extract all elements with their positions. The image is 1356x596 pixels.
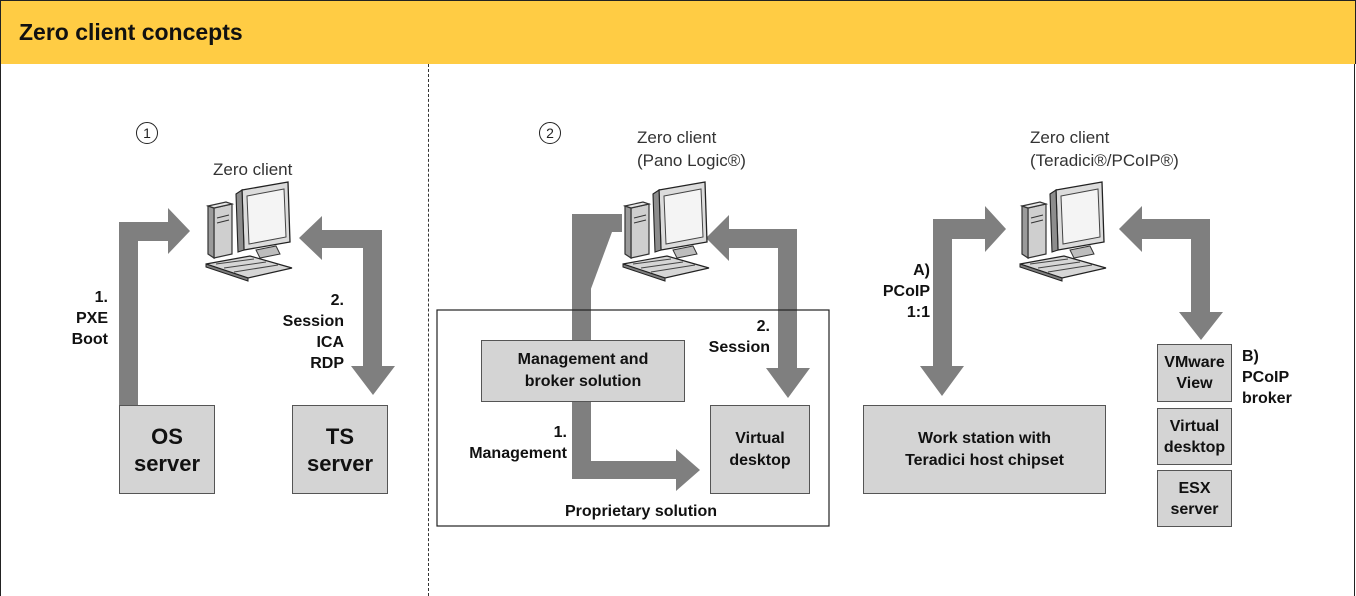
proprietary-frame	[436, 309, 830, 527]
management-arrow-top	[572, 214, 622, 340]
pcoip-broker-label: B) PCoIP broker	[1242, 348, 1292, 407]
marker-1: 1	[136, 122, 158, 144]
session-arrow-panel2	[706, 215, 810, 398]
virtual-desktop-box-2: Virtual desktop	[1157, 408, 1232, 465]
esx-server-box: ESX server	[1157, 470, 1232, 527]
proprietary-solution-label: Proprietary solution	[565, 503, 718, 520]
zero-client-teradici-label: Zero client (Teradici®/PCoIP®)	[1030, 128, 1179, 170]
pcoip-arrow	[920, 206, 1006, 396]
left-border	[0, 64, 1, 596]
session-ica-rdp-label: 2. Session ICA RDP	[282, 292, 344, 372]
virtual-desktop-box: Virtual desktop	[710, 405, 810, 494]
page-title: Zero client concepts	[19, 19, 243, 45]
management-arrow-bottom	[572, 402, 700, 491]
vmware-view-box: VMware View	[1157, 344, 1232, 402]
management-label: 1. Management	[469, 424, 567, 462]
session-label-panel2: 2. Session	[708, 318, 770, 356]
ts-server-box: TS server	[292, 405, 388, 494]
pxe-boot-arrow	[119, 208, 190, 405]
broker-arrow	[1119, 206, 1223, 340]
workstation-box: Work station with Teradici host chipset	[863, 405, 1106, 494]
management-broker-box: Management and broker solution	[481, 340, 685, 402]
right-border	[1354, 64, 1355, 596]
session-arrow-panel1	[299, 216, 395, 395]
marker-2: 2	[539, 122, 561, 144]
zero-client-computer-icon-2	[622, 181, 710, 282]
zero-client-label-1: Zero client	[213, 160, 293, 179]
zero-client-computer-icon-1	[205, 181, 293, 282]
pcoip-one-to-one-label: A) PCoIP 1:1	[882, 262, 930, 321]
os-server-box: OS server	[119, 405, 215, 494]
zero-client-computer-icon-3	[1019, 181, 1107, 282]
panel-divider	[428, 64, 429, 596]
header-bar: Zero client concepts	[0, 0, 1356, 64]
zero-client-pano-label: Zero client (Pano Logic®)	[637, 128, 746, 170]
pxe-boot-label: 1. PXE Boot	[71, 289, 108, 348]
